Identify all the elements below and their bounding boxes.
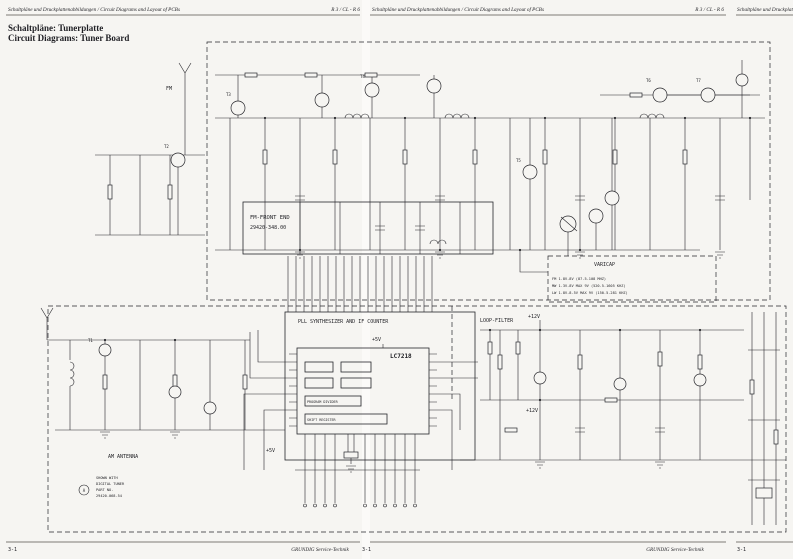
note-line-3: PART NO.: [96, 488, 113, 492]
header-right-ref: R 3 / CL - R 6: [694, 7, 724, 13]
pll-section-border: [47, 305, 787, 533]
fm-section-border: [206, 41, 771, 301]
revision-note: A SHOWN WITH DIGITAL TUNER PART NO. 2942…: [78, 476, 125, 498]
fm-front-end-section: FM FM-FRONT END 29420-348.00: [95, 60, 765, 303]
fm-front-end-box: [242, 201, 494, 255]
pll-title: PLL SYNTHESIZER AND IF COUNTER: [298, 319, 389, 325]
fm-box-internals: [299, 202, 461, 254]
am-section: AM ANTENNA A SHOWN WITH DIGITAL TUNER PA…: [40, 307, 285, 498]
plus12v-label-2: +12V: [526, 408, 538, 414]
am-coil-symbol: [69, 361, 75, 387]
designator-t7: T7: [696, 78, 701, 83]
ic-block-program-divider: PROGRAM DIVIDER: [307, 400, 339, 404]
footer-brand-left: GRUNDIG Service-Technik: [291, 547, 349, 553]
designator-t3: T3: [226, 92, 231, 97]
ic-bottom-traces: [295, 434, 420, 503]
revision-badge-letter: A: [83, 488, 86, 493]
plus5v-label-2: +5V: [266, 448, 275, 454]
ic-lc7218-body: [296, 347, 430, 435]
plus12v-label-1: +12V: [528, 314, 540, 320]
doc-title: Schaltpläne: Tunerplatte Circuit Diagram…: [8, 23, 129, 43]
ground-symbols: [100, 251, 725, 473]
pll-block-box: [284, 311, 476, 461]
designator-t4: T4: [360, 74, 365, 79]
right-edge-circuitry: [748, 312, 780, 525]
loop-filter-label: LOOP-FILTER: [480, 318, 514, 324]
designator-t2: T2: [164, 144, 169, 149]
footer-page-mid: 3-1: [362, 547, 371, 553]
note-line-2: DIGITAL TUNER: [96, 482, 125, 486]
ic-block-shift-register: SHIFT REGISTER: [307, 418, 337, 422]
note-line-4: 29420-068.54: [96, 494, 122, 498]
component-ladder: [229, 118, 751, 250]
junction-dots: [103, 116, 752, 402]
transistor-traces: [177, 60, 750, 250]
varicap-title: VARICAP: [594, 262, 615, 268]
revision-badge-circle: [78, 484, 90, 496]
header-edge-title: Schaltpläne und Druckplattenabbildungen: [737, 7, 793, 13]
component-designators: T1 T2 T3 T4 T5 T6 T7: [88, 74, 701, 343]
resistor-symbols: [107, 72, 688, 200]
ic-pin-traces: [243, 330, 478, 470]
footer-page-right: 3-1: [737, 547, 746, 553]
capacitor-symbols: [295, 195, 725, 201]
fm-front-end-part: 29420-348.00: [250, 225, 286, 231]
fm-antenna-label: FM: [166, 86, 172, 92]
loop-filter-section: LOOP-FILTER +12V +12V: [460, 314, 786, 461]
designator-t1: T1: [88, 338, 93, 343]
title-german: Schaltpläne: Tunerplatte: [8, 23, 103, 33]
band-switch-traces: [519, 216, 578, 273]
varicap-box: [547, 255, 717, 303]
plus5v-label-1: +5V: [372, 337, 381, 343]
header-right-title: Schaltpläne und Druckplattenabbildungen …: [372, 6, 544, 13]
ic-internal-blocks: PROGRAM DIVIDER SHIFT REGISTER: [304, 361, 388, 425]
varicap-row-mw: MW 1.3V-8V MAX 9V (520.5-1605 KHZ): [552, 284, 626, 288]
page-seam: [362, 0, 370, 559]
signal-bus: [287, 256, 433, 312]
section-borders: [47, 41, 787, 533]
loop-filter-caps: [575, 427, 665, 433]
ic-label: LC7218: [390, 353, 412, 360]
page-footer: 3-1 GRUNDIG Service-Technik 3-1 GRUNDIG …: [6, 541, 793, 553]
note-line-1: SHOWN WITH: [96, 476, 118, 480]
am-antenna-label: AM ANTENNA: [108, 454, 138, 460]
ic-pins: [289, 353, 437, 427]
page-header: Schaltpläne und Druckplattenabbildungen …: [6, 6, 793, 16]
designator-t5: T5: [516, 158, 521, 163]
designator-t6: T6: [646, 78, 651, 83]
varicap-row-fm: FM 1.8V-8V (87.5-108 MHZ): [552, 277, 606, 281]
pll-section: PLL SYNTHESIZER AND IF COUNTER +5V LC721…: [243, 256, 478, 508]
fm-front-end-name: FM-FRONT END: [250, 215, 290, 221]
connector-pads: [303, 503, 417, 508]
crystal-symbol: [343, 451, 359, 459]
title-english: Circuit Diagrams: Tuner Board: [8, 33, 129, 43]
right-strip-traces: [748, 312, 780, 525]
transistor-symbols: [170, 73, 749, 224]
footer-page-left: 3-1: [8, 547, 17, 553]
header-left-ref: R 3 / CL - R 6: [330, 7, 360, 13]
header-left-title: Schaltpläne und Druckplattenabbildungen …: [8, 6, 180, 13]
supply-rails: [215, 74, 765, 251]
footer-brand-right: GRUNDIG Service-Technik: [646, 547, 704, 553]
coil-symbols: [344, 113, 665, 119]
varicap-row-lw: LW 1.8V-8.5V MAX 9V (150.5-281 KHZ): [552, 291, 628, 295]
